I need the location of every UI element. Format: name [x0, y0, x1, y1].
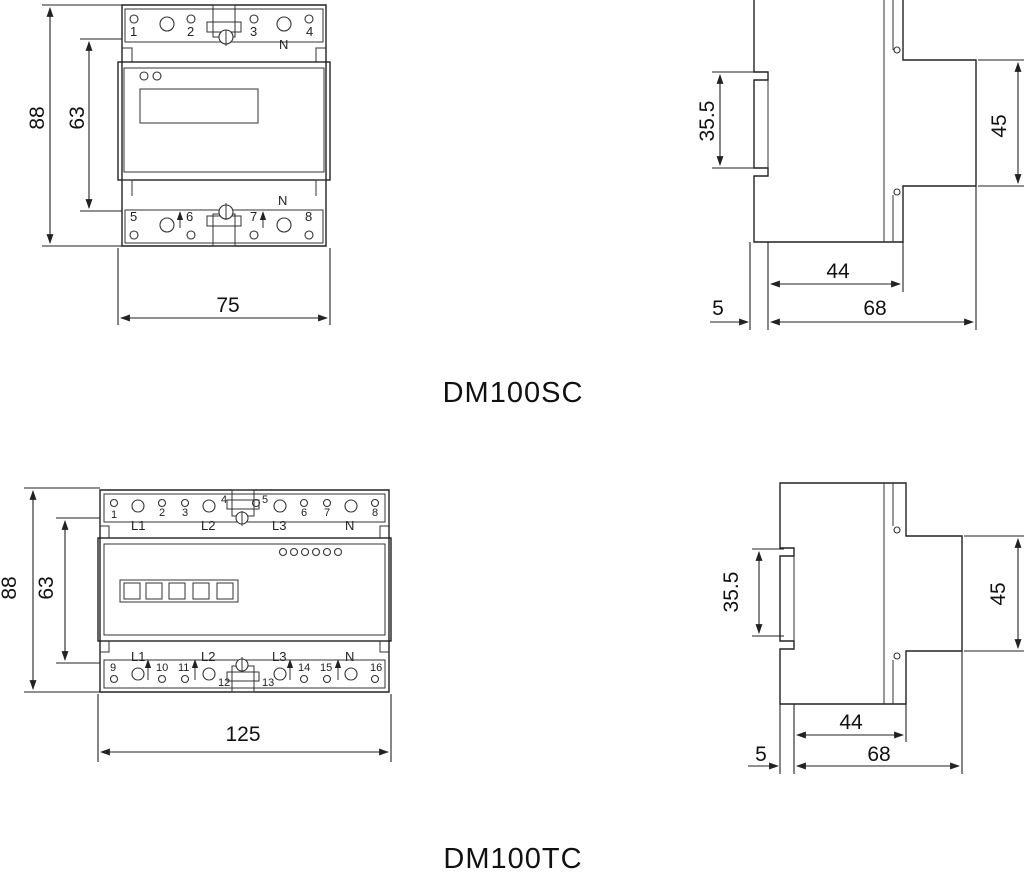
tc-terminal-11: 11 [178, 662, 189, 674]
tc-dim-rail: 35.5 [720, 572, 743, 613]
tc-dim-depth-body: 44 [839, 711, 863, 734]
sc-dim-inner-height: 63 [66, 106, 89, 129]
tc-phase-bottom-l2: L2 [201, 649, 215, 664]
tc-terminal-4: 4 [221, 494, 227, 506]
tc-bottom-holes [109, 667, 380, 684]
sc-dim-rail: 35.5 [696, 101, 719, 142]
tc-dim-height: 88 [0, 576, 21, 599]
sc-dim-height: 88 [26, 106, 49, 129]
sc-terminal-7: 7 [250, 209, 257, 224]
sc-side-outline [753, 0, 977, 243]
sc-terminal-4: 4 [306, 24, 313, 39]
tc-terminal-16: 16 [370, 662, 382, 674]
sc-terminal-3: 3 [250, 24, 257, 39]
tc-cover-panel [97, 537, 392, 642]
tc-phase-top-l3: L3 [272, 518, 286, 533]
tc-terminal-8: 8 [372, 507, 378, 519]
dm100sc-front-view: 1 2 3 4 N 5 6 7 8 N [26, 4, 331, 325]
sc-dim-front-height: 45 [988, 114, 1011, 137]
dm100tc-front-view: 1 2 3 4 5 6 7 8 L1 L2 L3 N [0, 487, 392, 762]
tc-dim-depth-total: 68 [867, 743, 890, 766]
tc-terminal-6: 6 [301, 507, 307, 519]
sc-top-terminal-block [124, 8, 324, 43]
sc-dim-depth-total: 68 [863, 297, 886, 320]
tc-top-holes [109, 498, 380, 513]
tc-phase-top-n: N [345, 518, 354, 533]
sc-terminal-1: 1 [130, 24, 137, 39]
tc-terminal-1: 1 [111, 509, 117, 521]
tc-phase-bottom-l3: L3 [272, 649, 286, 664]
tc-terminal-10: 10 [156, 662, 168, 674]
tc-counter-window [119, 579, 239, 603]
sc-bottom-terminal-block [124, 209, 324, 244]
tc-dim-inner-height: 63 [35, 576, 58, 599]
tc-phase-top-l2: L2 [201, 518, 215, 533]
tc-phase-bottom-l1: L1 [131, 649, 145, 664]
tc-terminal-14: 14 [298, 662, 310, 674]
model-title-dm100sc: DM100SC [443, 377, 584, 409]
tc-terminal-9: 9 [110, 662, 116, 674]
sc-dim-rail-offset: 5 [712, 297, 724, 320]
sc-terminal-5: 5 [130, 209, 137, 224]
tc-housing-outline [99, 489, 390, 693]
tc-terminal-13: 13 [262, 677, 274, 689]
dm100sc-side-view: 35.5 45 44 68 5 [696, 0, 1024, 330]
sc-neutral-bottom: N [278, 193, 287, 208]
tc-dim-front-height: 45 [987, 582, 1010, 605]
sc-dim-width: 75 [216, 294, 239, 317]
sc-neutral-top: N [279, 37, 288, 52]
tc-terminal-15: 15 [320, 662, 332, 674]
tc-terminal-7: 7 [324, 507, 330, 519]
tc-dim-width: 125 [225, 723, 260, 746]
model-title-dm100tc: DM100TC [443, 843, 582, 874]
sc-terminal-8: 8 [305, 209, 312, 224]
sc-cover-panel [117, 61, 331, 181]
tc-led-row [278, 547, 343, 557]
sc-housing-outline [121, 4, 327, 247]
tc-terminal-12: 12 [218, 677, 230, 689]
tc-terminal-2: 2 [159, 507, 165, 519]
sc-lcd-window [139, 88, 259, 124]
tc-phase-top-l1: L1 [131, 518, 145, 533]
tc-side-outline [779, 482, 963, 705]
sc-terminal-6: 6 [186, 209, 193, 224]
tc-dim-rail-offset: 5 [755, 743, 767, 766]
sc-terminal-2: 2 [187, 24, 194, 39]
dm100tc-side-view: 35.5 45 44 68 5 [720, 482, 1024, 774]
tc-terminal-5: 5 [262, 494, 268, 506]
tc-top-terminal-block [103, 493, 386, 523]
tc-phase-bottom-n: N [345, 649, 354, 664]
tc-terminal-3: 3 [182, 507, 188, 519]
sc-dim-depth-body: 44 [826, 260, 850, 283]
